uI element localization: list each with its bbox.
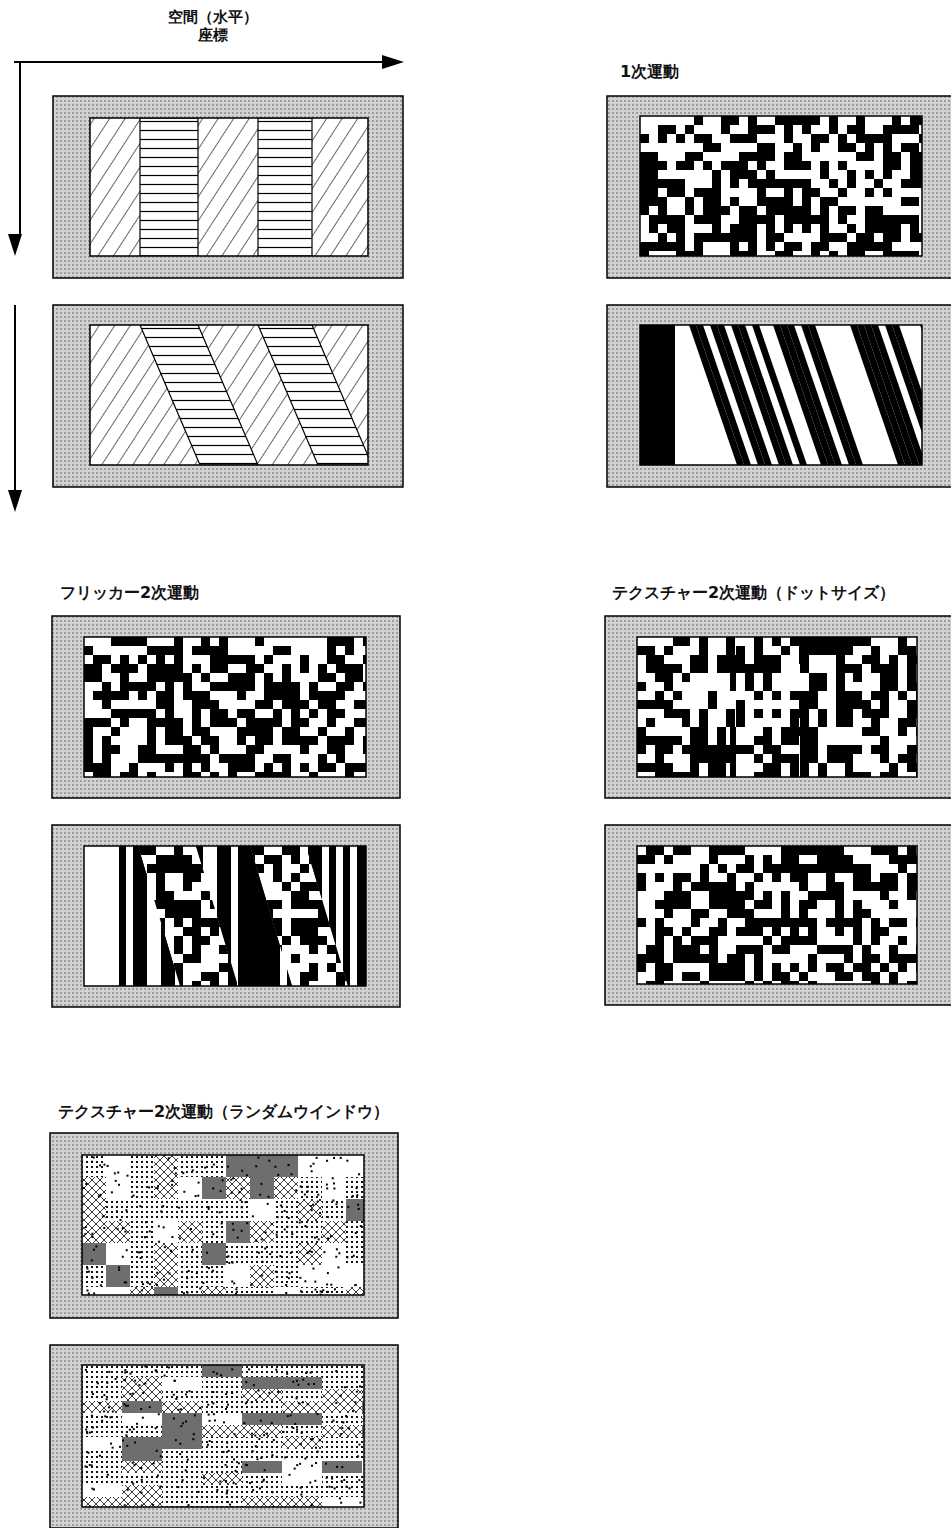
panel-heading: テクスチャー2次運動（ドットサイズ） xyxy=(612,583,895,602)
stimulus-panel xyxy=(53,96,403,278)
panel-heading: フリッカー2次運動 xyxy=(60,583,199,602)
stimulus-panel xyxy=(52,825,400,1007)
stimulus-panel xyxy=(50,1133,398,1318)
panel-heading: テクスチャー2次運動（ランダムウインドウ） xyxy=(58,1102,389,1121)
stimulus-panel xyxy=(52,616,400,798)
stimulus-panel xyxy=(53,305,403,487)
stimulus-panel xyxy=(50,1345,402,1528)
axis-label: 空間（水平） 座標 xyxy=(158,8,268,44)
panel-heading: 1次運動 xyxy=(620,62,679,81)
axis-arrows xyxy=(8,55,404,512)
stimulus-panel xyxy=(607,96,951,278)
stimulus-panel xyxy=(605,616,951,798)
stimulus-panel xyxy=(605,825,951,1005)
stimulus-panel xyxy=(607,305,951,487)
